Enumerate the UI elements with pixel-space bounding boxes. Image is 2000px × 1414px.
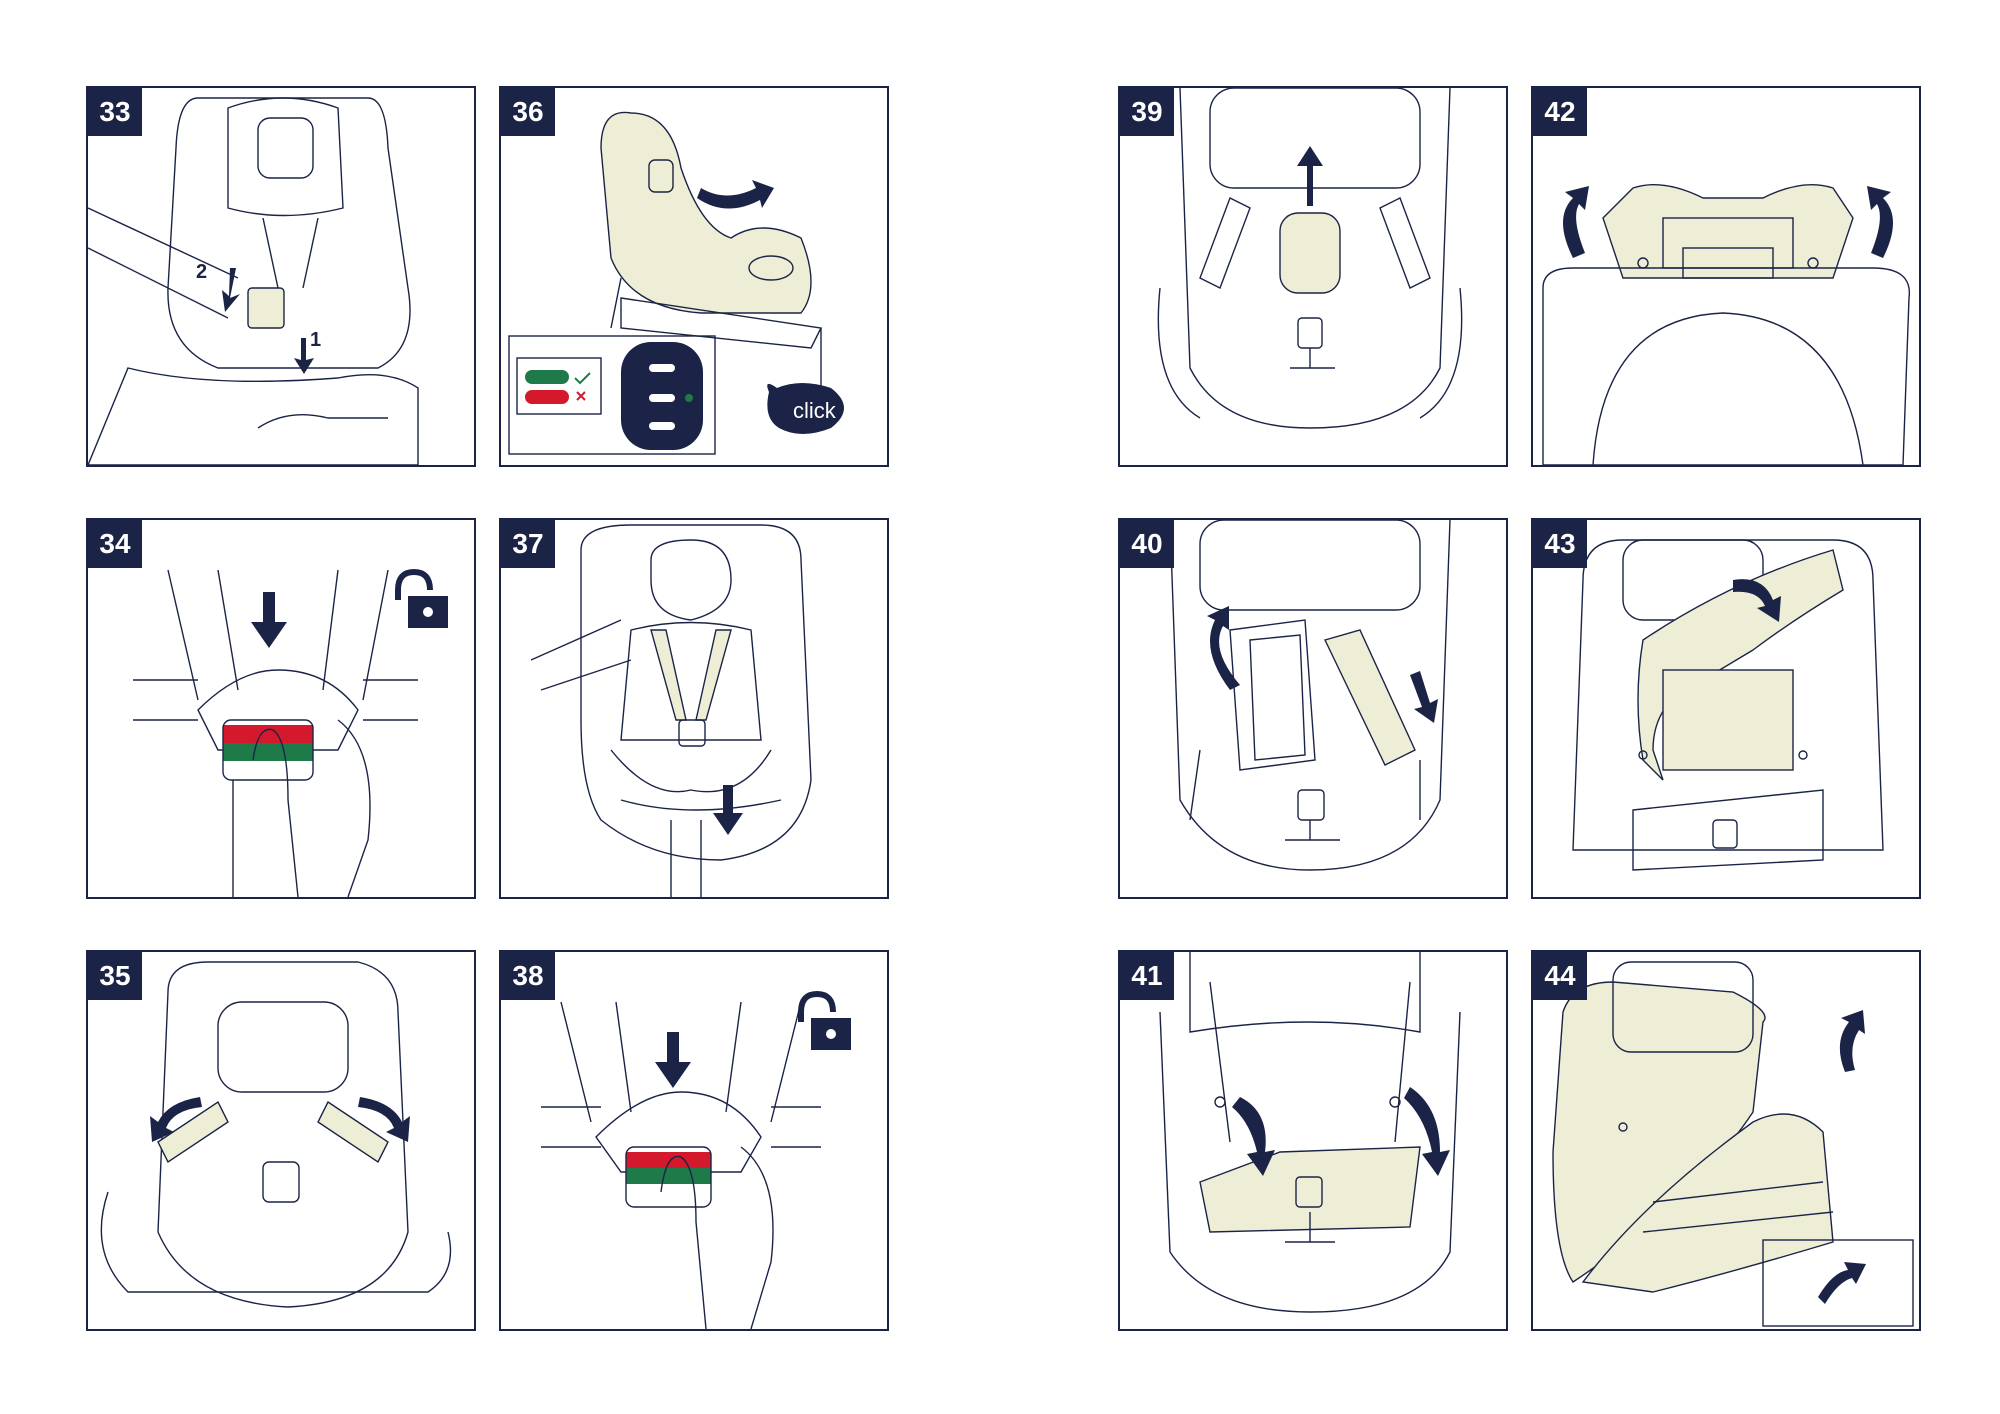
step-number-badge: 40: [1120, 520, 1174, 568]
step-number-badge: 36: [501, 88, 555, 136]
step-number-badge: 38: [501, 952, 555, 1000]
seat-illustration: [1159, 952, 1461, 1313]
seat-illustration: [1572, 539, 1884, 871]
step-number-badge: 33: [88, 88, 142, 136]
seat-illustration: click: [508, 111, 844, 455]
click-callout: click: [793, 398, 837, 423]
arrow-icon: [697, 180, 774, 209]
arrow-icon: [1410, 671, 1438, 723]
arrow-icon: [1297, 146, 1323, 206]
buckle-illustration: [133, 568, 448, 897]
step-panel-39: 39: [1118, 86, 1508, 467]
arrow-icon: [1232, 1097, 1275, 1176]
unlock-icon: [798, 990, 851, 1050]
step-number-badge: 41: [1120, 952, 1174, 1000]
step-label-2: 2: [196, 261, 207, 283]
arrow-icon: [294, 338, 314, 374]
step-panel-40: 40: [1118, 518, 1508, 899]
arrow-icon: [251, 592, 287, 648]
seat-illustration: [100, 961, 452, 1308]
step-number-badge: 43: [1533, 520, 1587, 568]
arrow-icon: [150, 1097, 202, 1142]
step-panel-33: 33 2 1: [86, 86, 476, 467]
step-number-badge: 39: [1120, 88, 1174, 136]
step-panel-38: 38: [499, 950, 889, 1331]
buckle-illustration: [541, 990, 851, 1329]
step-panel-36: 36 click: [499, 86, 889, 467]
arrow-icon: [358, 1097, 410, 1142]
seat-illustration: [1169, 520, 1451, 871]
step-panel-42: 42: [1531, 86, 1921, 467]
step-panel-34: 34: [86, 518, 476, 899]
seat-illustration: [1542, 183, 1911, 465]
arrow-icon: [222, 268, 240, 312]
step-number-badge: 44: [1533, 952, 1587, 1000]
step-panel-41: 41: [1118, 950, 1508, 1331]
arrow-icon: [655, 1032, 691, 1088]
arrow-icon: [1404, 1087, 1450, 1176]
arrow-icon: [713, 785, 743, 835]
seat-illustration: 2 1: [88, 97, 419, 465]
arrow-icon: [1733, 579, 1781, 622]
step-number-badge: 42: [1533, 88, 1587, 136]
step-panel-35: 35: [86, 950, 476, 1331]
seat-illustration: [1552, 961, 1914, 1327]
arrow-icon: [1207, 606, 1240, 690]
step-number-badge: 34: [88, 520, 142, 568]
step-panel-43: 43: [1531, 518, 1921, 899]
step-number-badge: 35: [88, 952, 142, 1000]
arrow-icon: [1818, 1262, 1866, 1304]
check-icon: [574, 372, 591, 385]
arrow-icon: [1867, 186, 1893, 258]
step-label-1: 1: [310, 329, 321, 351]
unlock-icon: [395, 568, 448, 628]
seat-illustration: [1157, 88, 1463, 429]
seat-illustration: [530, 524, 812, 897]
step-panel-37: 37: [499, 518, 889, 899]
arrow-icon: [1839, 1010, 1865, 1072]
step-number-badge: 37: [501, 520, 555, 568]
step-panel-44: 44: [1531, 950, 1921, 1331]
cross-icon: [576, 391, 586, 401]
arrow-icon: [1563, 186, 1589, 258]
